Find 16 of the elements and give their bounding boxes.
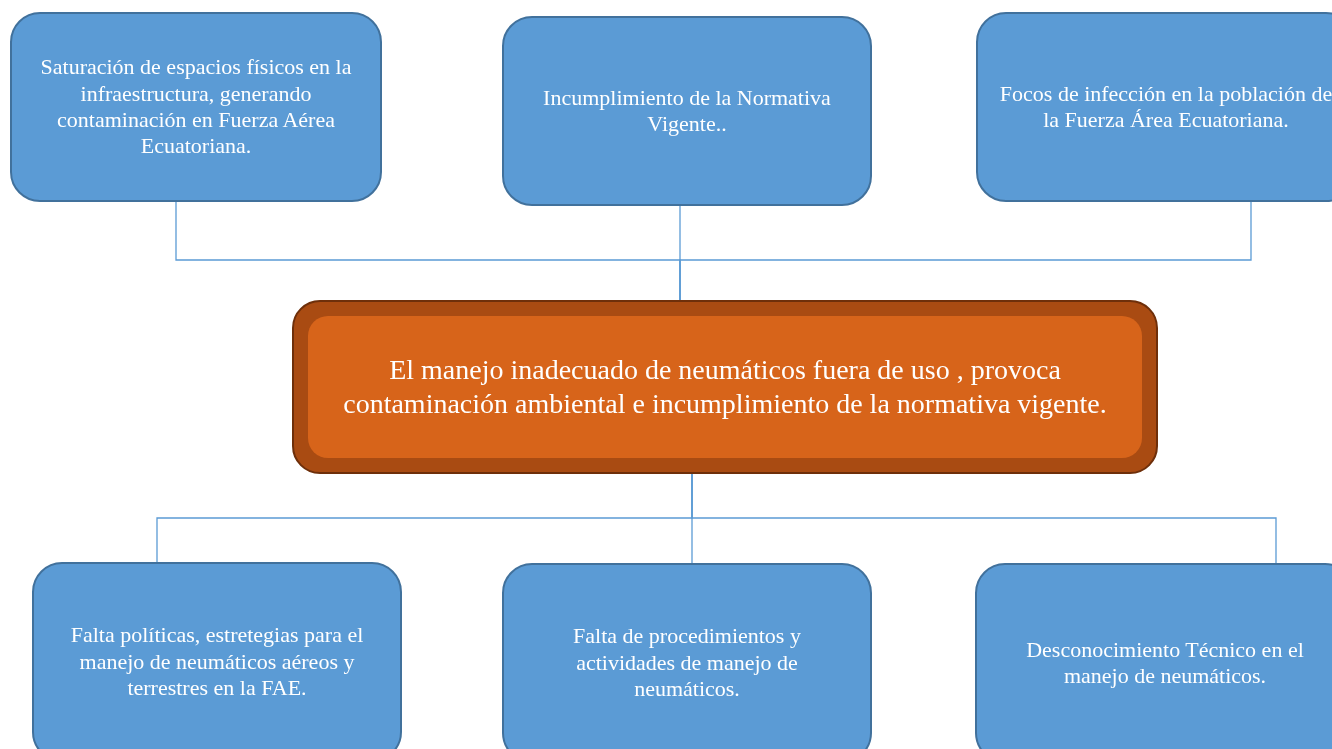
connector-line: [679, 201, 1252, 301]
box-text: Falta de procedimientos y actividades de manejo de neumáticos.: [572, 623, 802, 703]
cause-effect-box: [975, 563, 1332, 749]
box-text: Desconocimiento Técnico en el manejo de neumáticos.: [1025, 636, 1305, 690]
box-text: Incumplimiento de la Normativa Vigente..: [542, 84, 832, 138]
box-text: Saturación de espacios físicos en la infraestructura, generando contaminación en Fuerza Aérea Ecuatoriana.: [39, 54, 353, 160]
cause-effect-box: [10, 12, 382, 202]
connector-line: [691, 473, 1277, 564]
box-text: El manejo inadecuado de neumáticos fuera de uso , provoca contaminación ambiental e incumplimiento de la normativa vigente.: [342, 353, 1108, 421]
cause-effect-box: [976, 12, 1332, 202]
cause-effect-box: [502, 563, 872, 749]
cause-effect-box: [32, 562, 402, 749]
problem-box: [292, 300, 1158, 474]
box-text: Falta políticas, estretegias para el manejo de neumáticos aéreos y terrestres en la FAE.: [69, 622, 365, 702]
box-text: Focos de infección en la población de la Fuerza Área Ecuatoriana.: [998, 80, 1332, 134]
cause-effect-box: [502, 16, 872, 206]
